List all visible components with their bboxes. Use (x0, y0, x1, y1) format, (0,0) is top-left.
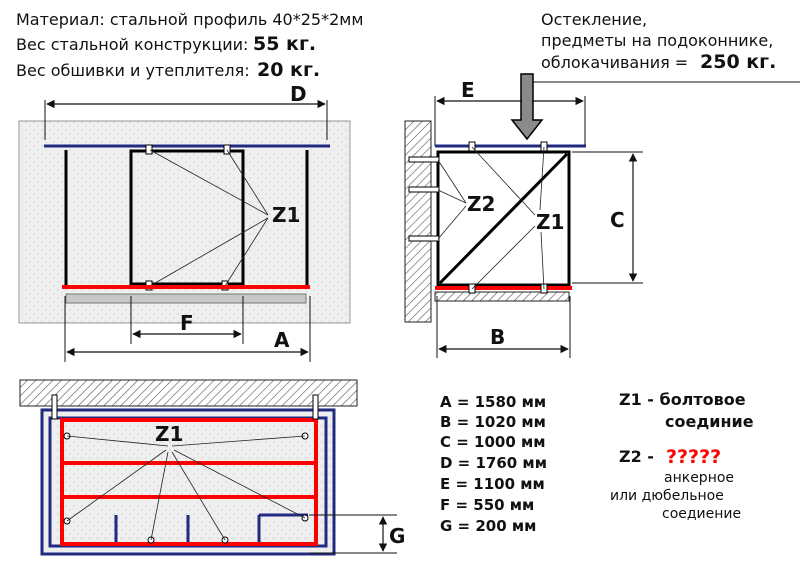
label-d: D (290, 82, 307, 106)
plan-ceiling-slab (19, 379, 358, 407)
label-b: B (490, 325, 505, 349)
side-z2-leaders (437, 159, 467, 240)
plan-z1-leaders (66, 435, 306, 541)
front-view-wall-panel (18, 120, 351, 324)
dimension-item: F = 550 мм (440, 496, 534, 514)
dimension-item: B = 1020 мм (440, 413, 546, 431)
side-floor-slab (434, 291, 570, 302)
legend-z2-prefix: Z2 - (619, 447, 654, 466)
load-note-line2: предметы на подоконнике, (541, 31, 773, 50)
dimensions-list: A = 1580 мм B = 1020 мм C = 1000 мм D = … (440, 393, 547, 535)
legend-z1-title: Z1 - болтовое (619, 390, 746, 409)
cladding-weight-value: 20 кг. (257, 59, 320, 81)
legend-z2-line3: соедиение (662, 506, 741, 522)
load-note-value: 250 кг. (700, 51, 776, 73)
label-z1-front: Z1 (272, 203, 300, 227)
label-c: C (610, 208, 625, 232)
plan-blue-studs (114, 513, 308, 546)
legend-z2-unknown: ????? (666, 446, 721, 468)
load-note-line3: облокачивания = (541, 53, 688, 72)
steel-weight-label: Вес стальной конструкции: (16, 35, 248, 54)
front-z1-leaders (149, 149, 269, 287)
side-frame (436, 150, 571, 287)
label-a: A (274, 328, 290, 352)
legend-z1-sub: соединие (665, 412, 754, 431)
plan-red-frame (60, 418, 318, 546)
label-z1-side: Z1 (536, 210, 564, 234)
dimension-item: E = 1100 мм (440, 475, 545, 493)
dimension-item: D = 1760 мм (440, 454, 547, 472)
cladding-weight-label: Вес обшивки и утеплителя: (16, 61, 250, 80)
legend-z2-line2: или дюбельное (610, 488, 724, 504)
label-z1-plan: Z1 (155, 422, 183, 446)
dimension-item: A = 1580 мм (440, 393, 546, 411)
plan-anchors (51, 394, 319, 420)
side-anchors-z2 (408, 156, 440, 242)
legend-z2-line1: анкерное (664, 470, 734, 486)
side-frame-diagonal (438, 152, 569, 285)
steel-weight-value: 55 кг. (253, 33, 316, 55)
label-g: G (389, 524, 405, 548)
dimension-item: C = 1000 мм (440, 433, 546, 451)
side-wall (404, 120, 432, 323)
label-e: E (461, 78, 475, 102)
load-arrow-icon (510, 73, 544, 141)
bolt-z1 (145, 144, 153, 155)
material-text: Материал: стальной профиль 40*25*2мм (16, 10, 363, 29)
front-sill (65, 293, 307, 304)
dimension-item: G = 200 мм (440, 517, 536, 535)
load-note-line1: Остекление, (541, 10, 647, 29)
bolt-z1 (468, 141, 476, 152)
side-z1-leaders (471, 146, 545, 290)
label-z2: Z2 (467, 192, 495, 216)
bolt-z1 (223, 144, 231, 155)
label-f: F (180, 311, 194, 335)
front-inner-frame (129, 149, 245, 286)
